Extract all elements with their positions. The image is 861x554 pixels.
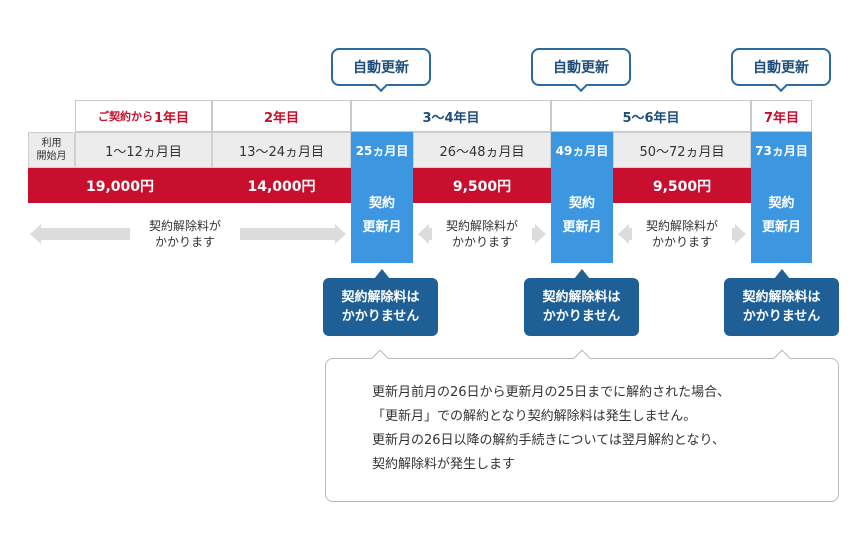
- usage-start-label: 利用開始月: [28, 132, 75, 168]
- note-line: 「更新月」での解約となり契約解除料は発生しません。: [372, 409, 697, 424]
- badge-pointer: [574, 269, 590, 279]
- fee-applies-text-2: 契約解除料がかかります: [432, 218, 532, 250]
- fee-year-5-6: 9,500円: [613, 168, 751, 203]
- no-fee-badge-3: 契約解除料はかかりません: [724, 278, 839, 336]
- usage-label-line: 利用: [41, 138, 62, 149]
- fee-applies-text-3: 契約解除料がかかります: [632, 218, 732, 250]
- year-prefix: ご契約から: [97, 110, 153, 123]
- fee-year-2: 14,000円: [212, 168, 351, 203]
- renewal-month-2: 49ヵ月目: [551, 132, 613, 168]
- fee-year-1: 19,000円: [28, 168, 212, 203]
- renewal-month-3: 73ヵ月目: [751, 132, 812, 168]
- auto-renewal-label: 自動更新: [553, 60, 609, 76]
- note-line: 契約解除料が発生します: [372, 457, 516, 472]
- badge-pointer: [374, 269, 390, 279]
- year-header-3-4: 3〜4年目: [351, 100, 551, 132]
- year-header-2: 2年目: [212, 100, 351, 132]
- year-label: 1年目: [153, 110, 190, 126]
- usage-label-line: 開始月: [36, 151, 67, 162]
- renewal-note-box: 更新月前月の26日から更新月の25日までに解約された場合、 「更新月」での解約と…: [325, 358, 839, 502]
- year-label: 7年目: [763, 110, 800, 126]
- fee-applies-text-1: 契約解除料がかかります: [130, 218, 240, 250]
- month-range-1: 1〜12ヵ月目: [75, 132, 212, 168]
- month-range-3: 26〜48ヵ月目: [413, 132, 551, 168]
- note-line: 更新月の26日以降の解約手続きについては翌月解約となり、: [372, 433, 725, 448]
- year-label: 2年目: [263, 110, 300, 126]
- note-line: 更新月前月の26日から更新月の25日までに解約された場合、: [372, 385, 731, 400]
- year-header-7: 7年目: [751, 100, 812, 132]
- fee-year-3-4: 9,500円: [413, 168, 551, 203]
- renewal-month-body-1: 契約更新月: [351, 168, 413, 263]
- year-label: 5〜6年目: [622, 110, 680, 126]
- badge-pointer: [774, 269, 790, 279]
- no-fee-badge-1: 契約解除料はかかりません: [323, 278, 438, 336]
- renewal-month-body-2: 契約更新月: [551, 168, 613, 263]
- year-label: 3〜4年目: [422, 110, 480, 126]
- year-header-5-6: 5〜6年目: [551, 100, 751, 132]
- auto-renewal-label: 自動更新: [753, 60, 809, 76]
- renewal-month-body-3: 契約更新月: [751, 168, 812, 263]
- no-fee-badge-2: 契約解除料はかかりません: [524, 278, 639, 336]
- renewal-month-1: 25ヵ月目: [351, 132, 413, 168]
- month-range-2: 13〜24ヵ月目: [212, 132, 351, 168]
- month-range-5: 50〜72ヵ月目: [613, 132, 751, 168]
- auto-renewal-label: 自動更新: [353, 60, 409, 76]
